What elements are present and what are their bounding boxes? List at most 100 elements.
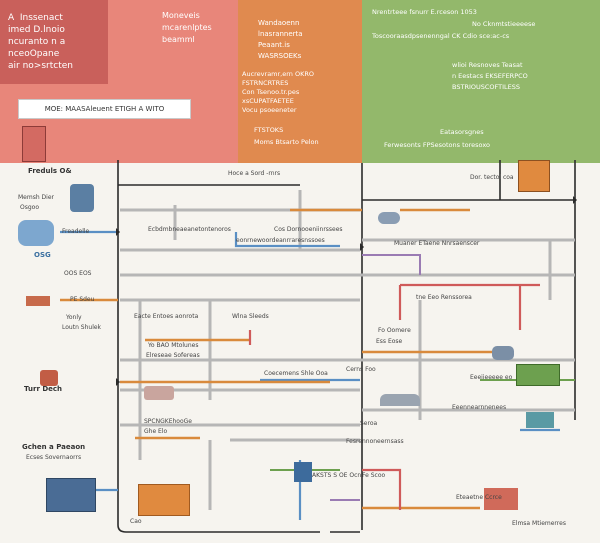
green-line: Eatasorsgnes bbox=[440, 128, 484, 136]
green-panel-bottom: Eatasorsgnes Ferwesonts FPSesotons tores… bbox=[384, 126, 490, 152]
oven-icon bbox=[40, 370, 58, 386]
blue-pipe bbox=[234, 232, 340, 248]
left-label: Yonly bbox=[66, 314, 82, 321]
red-card-line: A Inssenact bbox=[8, 13, 63, 23]
pipe-dark-left bbox=[117, 160, 320, 533]
red-card-line: nceoOpane bbox=[8, 49, 60, 59]
press-icon bbox=[138, 484, 190, 516]
orange-line: Vocu psoeeneter bbox=[242, 106, 297, 114]
flow-label: AKSTS S OE Ocn bbox=[312, 472, 362, 479]
orange-panel-mid: Aucrevramr,ern OKRO FSTRNCRTRES Con Tsen… bbox=[242, 70, 314, 115]
green-line: BSTRIOUSCOFTILESS bbox=[452, 83, 521, 91]
arrow-right-icon bbox=[573, 196, 577, 204]
red-card-line: ncuranto n a bbox=[8, 37, 66, 47]
flow-label: Fo Oomere bbox=[378, 327, 411, 334]
orange-line: FSTRNCRTRES bbox=[242, 79, 289, 87]
left-label: Memsh Dier bbox=[18, 194, 54, 201]
flow-label: SPCNGKEhooGe bbox=[144, 418, 192, 425]
red-card-line: air no>srtcten bbox=[8, 61, 73, 71]
orange-line: Aucrevramr,ern OKRO bbox=[242, 70, 314, 78]
green-panel-mid: wlioi Resnoves Teasat n Eestacs EKSEFERP… bbox=[452, 60, 528, 93]
flow-label: Cerns Foo bbox=[346, 366, 376, 373]
left-label: PE Sdeu bbox=[70, 296, 95, 303]
orange-line: Wandaoenn bbox=[258, 19, 300, 27]
flow-label: Eacte Entoes aonrota bbox=[134, 313, 199, 320]
orange-line: WASRSOEKs bbox=[258, 52, 302, 60]
flow-label: Ess Eose bbox=[376, 338, 403, 345]
flow-label: Ghe Elo bbox=[144, 428, 168, 435]
orange-panel-top: Wandaoenn lnasrannerta Peaant.is WASRSOE… bbox=[258, 18, 303, 62]
left-label: OOS EOS bbox=[64, 270, 92, 277]
left-label: Turr Dech bbox=[24, 385, 63, 393]
left-label: Osgoo bbox=[20, 204, 39, 211]
flow-label: Fe Scoo bbox=[362, 472, 386, 479]
left-label: Ecses Sovernaorrs bbox=[26, 454, 82, 461]
orange-line: Peaant.is bbox=[258, 41, 290, 49]
green-line: Toscooraasdpsenenngal CK Cdio sce:ac-cs bbox=[372, 32, 510, 40]
red-body-line: Moneveis bbox=[162, 11, 200, 20]
orange-line: Con Tsenoo.tr.pes bbox=[242, 88, 300, 96]
green-line: n Eestacs EKSEFERPCO bbox=[452, 72, 528, 80]
arrow-right-icon bbox=[360, 243, 364, 251]
left-label: OSG bbox=[34, 251, 51, 259]
purple-pipe bbox=[362, 254, 421, 275]
arrow-right-icon bbox=[116, 378, 120, 386]
flow-label: Cos Dornooeniinrssees bbox=[274, 226, 343, 233]
arrow-right-icon bbox=[116, 228, 120, 236]
red-body-line: mcarenlptes bbox=[162, 23, 212, 32]
pump-icon bbox=[378, 212, 400, 224]
mode-label-box: MOE: MAASAleuent ETIGH A WITO bbox=[18, 99, 191, 119]
red-card bbox=[0, 0, 108, 84]
flow-label: Elmsa Mtiemerres bbox=[512, 520, 566, 527]
flow-label: Cao bbox=[130, 518, 142, 525]
flow-label: Hoce a Sord -rnrs bbox=[228, 170, 281, 177]
tank-icon bbox=[22, 126, 46, 162]
conveyor-icon bbox=[46, 478, 96, 512]
purple-pipes bbox=[330, 254, 421, 501]
flow-label: Muaner ETaene Nnrsaenscer bbox=[394, 240, 480, 247]
boiler-icon bbox=[484, 488, 518, 510]
left-label: Freduls O& bbox=[28, 167, 72, 175]
flow-label: Coecemens Shle Ooa bbox=[264, 370, 328, 377]
green-panel-top: Nrentrteee fsnurr E.rceson 1053 No Cknmt… bbox=[372, 6, 535, 42]
green-line: No Cknmtstieeeese bbox=[472, 20, 536, 28]
orange-pipes bbox=[60, 208, 500, 510]
red-card-text: A Inssenact imed D.lnoio ncuranto n a nc… bbox=[8, 12, 73, 72]
valve-icon bbox=[526, 412, 554, 428]
red-pipe bbox=[362, 468, 402, 510]
panel-green bbox=[362, 0, 600, 163]
flow-label: eonrnewoordeanrraresnssoes bbox=[236, 237, 325, 244]
left-label: Loutn Shulek bbox=[62, 324, 102, 331]
orange-line: Moms Btsarto Pelon bbox=[254, 138, 319, 146]
green-line: wlioi Resnoves Teasat bbox=[452, 61, 523, 69]
red-card-line: imed D.lnoio bbox=[8, 25, 65, 35]
red-body-line: beamml bbox=[162, 35, 195, 44]
flow-label: Eeennearnnenees bbox=[452, 404, 507, 411]
panel-orange bbox=[238, 0, 362, 163]
flow-label: Ecbdmbneaeanetontenoros bbox=[148, 226, 231, 233]
red-panel-body: Moneveis mcarenlptes beamml bbox=[162, 10, 212, 46]
hopper-icon bbox=[518, 160, 550, 192]
green-line: Ferwesonts FPSesotons toresoxo bbox=[384, 141, 490, 149]
orange-panel-bottom: FTSTOKS Moms Btsarto Pelon bbox=[254, 124, 319, 148]
arrow-markers bbox=[116, 196, 577, 386]
flow-label: Yo BAO Mtolunes bbox=[148, 342, 199, 349]
red-pipes bbox=[248, 283, 540, 510]
flow-label: Wlna Sleeds bbox=[232, 313, 269, 320]
flow-label: Elreseae Sofereas bbox=[146, 352, 200, 359]
mixer-icon bbox=[516, 364, 560, 386]
orange-line: lnasrannerta bbox=[258, 30, 303, 38]
green-line: Nrentrteee fsnurr E.rceson 1053 bbox=[372, 8, 477, 16]
flow-label: Eteaetne Ccrce bbox=[456, 494, 502, 501]
truck-icon bbox=[26, 296, 50, 306]
orange-line: xsCUPATFAETEE bbox=[242, 97, 294, 105]
flow-label: Fesrennoneernsass bbox=[346, 438, 404, 445]
filter-icon bbox=[294, 462, 312, 482]
cow-icon bbox=[18, 220, 54, 246]
blue-pipes bbox=[60, 230, 560, 520]
left-label: Gchen a Paeaon bbox=[22, 443, 86, 451]
orange-line: FTSTOKS bbox=[254, 126, 284, 134]
flow-label: Seroa bbox=[360, 420, 378, 427]
